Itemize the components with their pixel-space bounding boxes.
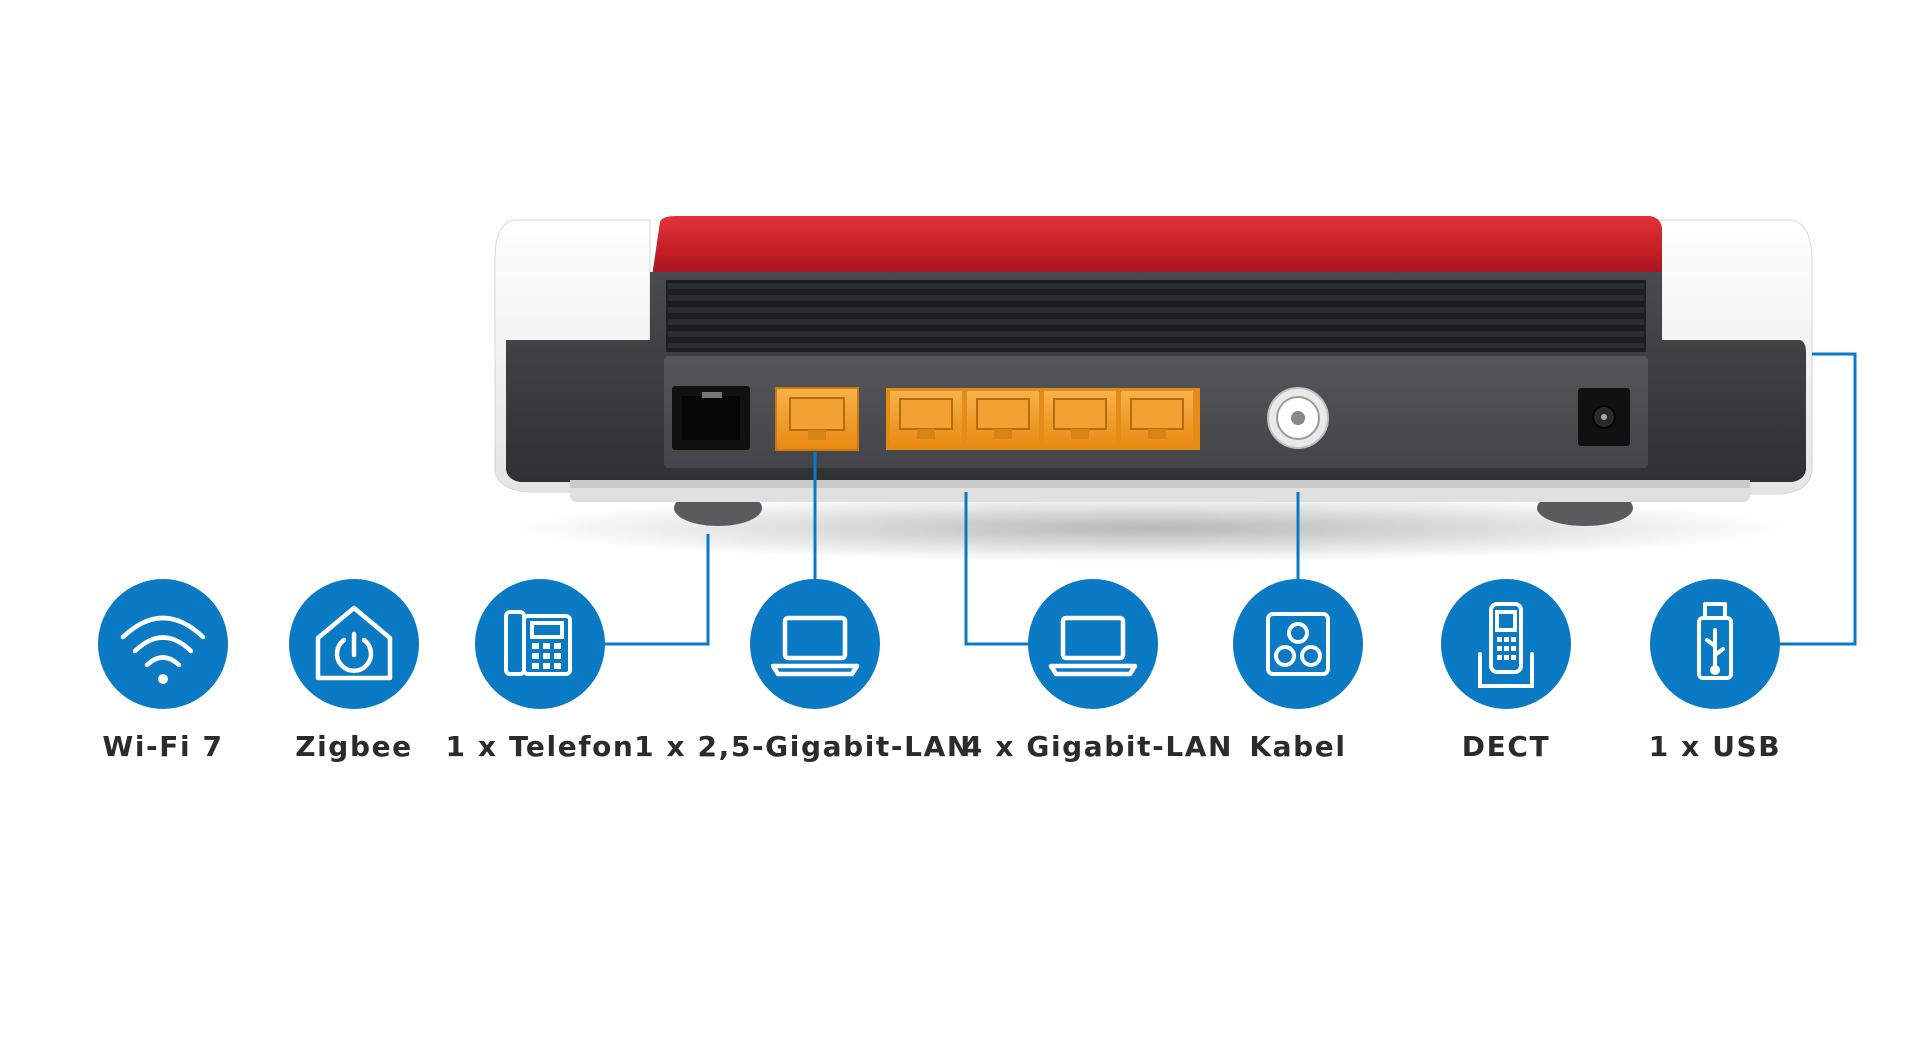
- feature-label-dect: DECT: [1462, 730, 1550, 763]
- lan-port-2-5g: [775, 387, 859, 451]
- line-usb: [1776, 352, 1857, 646]
- feature-item-telefon: [475, 579, 605, 709]
- desk-phone-icon: [504, 610, 572, 676]
- feature-label-zigbee: Zigbee: [295, 730, 413, 763]
- router-shadow: [510, 494, 1790, 562]
- feature-label-wifi: Wi-Fi 7: [102, 730, 223, 763]
- lan-ports-gigabit: [886, 388, 1200, 450]
- laptop-icon: [1048, 615, 1138, 677]
- feature-labels: Wi-Fi 7 Zigbee 1 x Telefon 1 x 2,5-Gigab…: [102, 730, 1781, 763]
- phone-port: [672, 386, 750, 450]
- feature-label-lan-2-5g: 1 x 2,5-Gigabit-LAN: [634, 730, 972, 763]
- feature-item-kabel: [1233, 579, 1363, 709]
- power-jack: [1578, 388, 1630, 446]
- line-lan-gigabit: [964, 492, 1033, 646]
- router-red-top: [650, 216, 1662, 290]
- connector-lines: [605, 352, 1857, 646]
- feature-row: [98, 579, 1780, 709]
- feature-item-dect: [1441, 579, 1571, 709]
- feature-item-wifi: [98, 579, 228, 709]
- cordless-phone-icon: [1478, 602, 1534, 688]
- feature-label-usb: 1 x USB: [1649, 730, 1781, 763]
- line-telefon: [605, 534, 710, 646]
- coax-socket-icon: [1266, 612, 1330, 676]
- feature-item-zigbee: [289, 579, 419, 709]
- wifi-icon: [120, 615, 206, 684]
- smart-home-icon: [315, 605, 393, 681]
- feature-item-lan-gigabit: [1028, 579, 1158, 709]
- coax-connector: [1267, 387, 1329, 449]
- usb-stick-icon: [1697, 602, 1733, 680]
- feature-label-telefon: 1 x Telefon: [446, 730, 635, 763]
- vent-grille: [666, 280, 1646, 352]
- feature-item-usb: [1650, 579, 1780, 709]
- feature-label-lan-gigabit: 4 x Gigabit-LAN: [963, 730, 1233, 763]
- router: [494, 216, 1813, 562]
- laptop-icon: [770, 615, 860, 677]
- feature-item-lan-2-5g: [750, 579, 880, 709]
- feature-label-kabel: Kabel: [1249, 730, 1346, 763]
